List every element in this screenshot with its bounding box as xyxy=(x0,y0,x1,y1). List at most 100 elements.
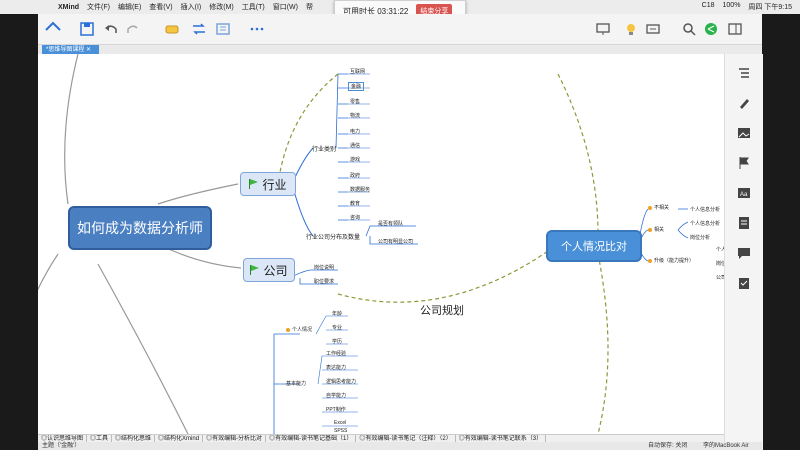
personal-detail[interactable]: 个人信息分析 xyxy=(690,221,721,227)
sidebar-toggle-icon[interactable] xyxy=(726,20,744,38)
svg-text:Aa: Aa xyxy=(740,192,748,198)
category-item[interactable]: 教育 xyxy=(350,201,361,207)
topic-company[interactable]: 公司 xyxy=(243,258,295,282)
share-timer-label: 可用时长 03:31:22 xyxy=(343,6,409,16)
sheet-tab[interactable]: ◎有效编辑-读书笔记（注释）（2） xyxy=(356,435,456,443)
sheet-tabs: ◎认识思维导图◎工具◎结构化思维◎结构化Xmind◎有效编辑-分析比对◎有效编辑… xyxy=(38,434,724,443)
category-item[interactable]: 政府 xyxy=(350,173,361,179)
topic-company-label: 公司 xyxy=(263,263,288,278)
idea-icon[interactable] xyxy=(622,20,640,38)
priority-dot-icon xyxy=(648,258,652,263)
personal-far-item[interactable]: 个人 xyxy=(716,247,724,253)
sticker-icon[interactable]: Aa xyxy=(737,186,751,200)
ability-item[interactable]: 工作经验 xyxy=(326,351,347,357)
priority-dot-icon xyxy=(648,227,652,232)
company-sub-item[interactable]: 岗位说明 xyxy=(314,265,335,271)
search-icon[interactable] xyxy=(680,20,698,38)
share-icon[interactable] xyxy=(702,20,720,38)
relationship-label[interactable]: 公司规划 xyxy=(418,302,466,318)
sheet-tab[interactable]: ◎结构化思维 xyxy=(112,435,156,443)
xmind-window: *思维导图课程 ✕ xyxy=(38,14,763,450)
redo-icon[interactable] xyxy=(124,20,142,38)
undo-icon[interactable] xyxy=(102,20,120,38)
personal-item[interactable]: 年龄 xyxy=(332,311,343,317)
ability-item[interactable]: PPT制作 xyxy=(326,407,346,413)
category-item[interactable]: 游戏 xyxy=(350,157,361,163)
ability-item[interactable]: 表达能力 xyxy=(326,365,347,371)
category-item[interactable]: 数据服务 xyxy=(350,187,371,193)
status-c18[interactable]: C18 xyxy=(701,2,715,9)
industry-company-label[interactable]: 行业公司分布及数量 xyxy=(306,235,361,241)
ability-item[interactable]: 自学能力 xyxy=(326,393,347,399)
format-brush-icon[interactable] xyxy=(737,96,751,110)
category-item[interactable]: 物流 xyxy=(350,113,361,119)
sheet-tab[interactable]: ◎工具 xyxy=(87,435,113,443)
topic-industry[interactable]: 行业 xyxy=(240,172,296,196)
insert-topic-icon[interactable] xyxy=(164,20,182,38)
personal-far-item[interactable]: 公司 xyxy=(716,275,724,281)
menu-view[interactable]: 查看(V) xyxy=(149,4,173,11)
notes-icon[interactable] xyxy=(737,216,751,230)
marker-flag-icon[interactable] xyxy=(737,156,751,170)
menu-window[interactable]: 窗口(W) xyxy=(272,4,298,11)
personal-item[interactable]: 专业 xyxy=(332,325,343,331)
category-item[interactable]: 零售 xyxy=(350,99,361,105)
outline-icon[interactable] xyxy=(737,66,751,80)
personal-far-item[interactable]: 岗位 xyxy=(716,261,724,267)
sheet-tab[interactable]: ◎结构化Xmind xyxy=(155,435,204,443)
menu-help[interactable]: 帮 xyxy=(305,4,313,11)
flag-icon xyxy=(249,179,259,189)
ability-item[interactable]: 逻辑思考能力 xyxy=(326,379,357,385)
personal-group[interactable]: 相关 xyxy=(648,226,664,233)
company-item[interactable]: 公司有明显公司 xyxy=(378,239,414,245)
personal-group-label: 相关 xyxy=(654,227,665,233)
relationship-icon[interactable] xyxy=(190,20,208,38)
right-panel: Aa xyxy=(724,54,763,450)
export-icon[interactable] xyxy=(644,20,662,38)
personal-detail[interactable]: 个人信息分析 xyxy=(690,207,721,213)
menu-insert[interactable]: 插入(I) xyxy=(180,4,202,11)
image-icon[interactable] xyxy=(737,126,751,140)
category-item[interactable]: 咨询 xyxy=(350,215,361,221)
more-icon[interactable] xyxy=(248,20,266,38)
save-icon[interactable] xyxy=(78,20,96,38)
clock[interactable]: 周四 下午9:15 xyxy=(748,4,792,11)
presentation-icon[interactable] xyxy=(594,20,612,38)
sheet-tab[interactable]: ◎有效编辑-分析比对 xyxy=(203,435,267,443)
battery-indicator[interactable]: 100% xyxy=(722,2,741,9)
tab-mindmap-course[interactable]: *思维导图课程 ✕ xyxy=(42,45,100,55)
topic-personal-label: 个人情况比对 xyxy=(561,241,627,253)
personal-item[interactable]: 学历 xyxy=(332,339,343,345)
comments-icon[interactable] xyxy=(737,246,751,260)
task-icon[interactable] xyxy=(737,276,751,290)
ability-item[interactable]: Excel xyxy=(334,420,347,426)
menu-modify[interactable]: 修改(M) xyxy=(209,4,234,11)
personal-group-label: 不相关 xyxy=(654,205,670,211)
ability-label[interactable]: 基本能力 xyxy=(286,381,307,387)
boundary-icon[interactable] xyxy=(214,20,232,38)
category-item[interactable]: 通信 xyxy=(350,143,361,149)
company-item[interactable]: 是否有领队 xyxy=(378,221,404,227)
sheet-tab[interactable]: ◎有效编辑-读书笔记联系（3） xyxy=(456,435,547,443)
topic-personal[interactable]: 个人情况比对 xyxy=(546,230,642,262)
mindmap-canvas[interactable]: 如何成为数据分析师 行业 公司 个人情况比对 公司规划 行业类别 互联网 金融 … xyxy=(38,54,724,434)
menu-file[interactable]: 文件(F) xyxy=(87,4,110,11)
industry-category-label[interactable]: 行业类别 xyxy=(312,147,337,153)
home-icon[interactable] xyxy=(44,20,62,38)
ability-item[interactable]: SPSS xyxy=(334,428,348,434)
sheet-tab[interactable]: ◎有效编辑-读书笔记基础（1） xyxy=(266,435,357,443)
category-item[interactable]: 互联网 xyxy=(350,69,366,75)
category-item-selected[interactable]: 金融 xyxy=(348,82,365,91)
personal-group[interactable]: 不相关 xyxy=(648,204,669,211)
personal-detail[interactable]: 岗位分析 xyxy=(690,235,711,241)
company-sub-item[interactable]: 职位要求 xyxy=(314,279,335,285)
central-topic[interactable]: 如何成为数据分析师 xyxy=(68,206,212,250)
category-item[interactable]: 电力 xyxy=(350,129,361,135)
menu-tools[interactable]: 工具(T) xyxy=(241,4,265,11)
sheet-tab[interactable]: ◎认识思维导图 xyxy=(38,435,88,443)
personal-situation-label[interactable]: 个人情况 xyxy=(286,326,312,333)
menu-edit[interactable]: 编辑(E) xyxy=(117,4,142,11)
app-menu[interactable]: XMind xyxy=(58,3,79,11)
status-autosave[interactable]: 自动保存: 关闭 xyxy=(648,443,688,449)
personal-group[interactable]: 升级（能力提升） xyxy=(648,257,694,264)
